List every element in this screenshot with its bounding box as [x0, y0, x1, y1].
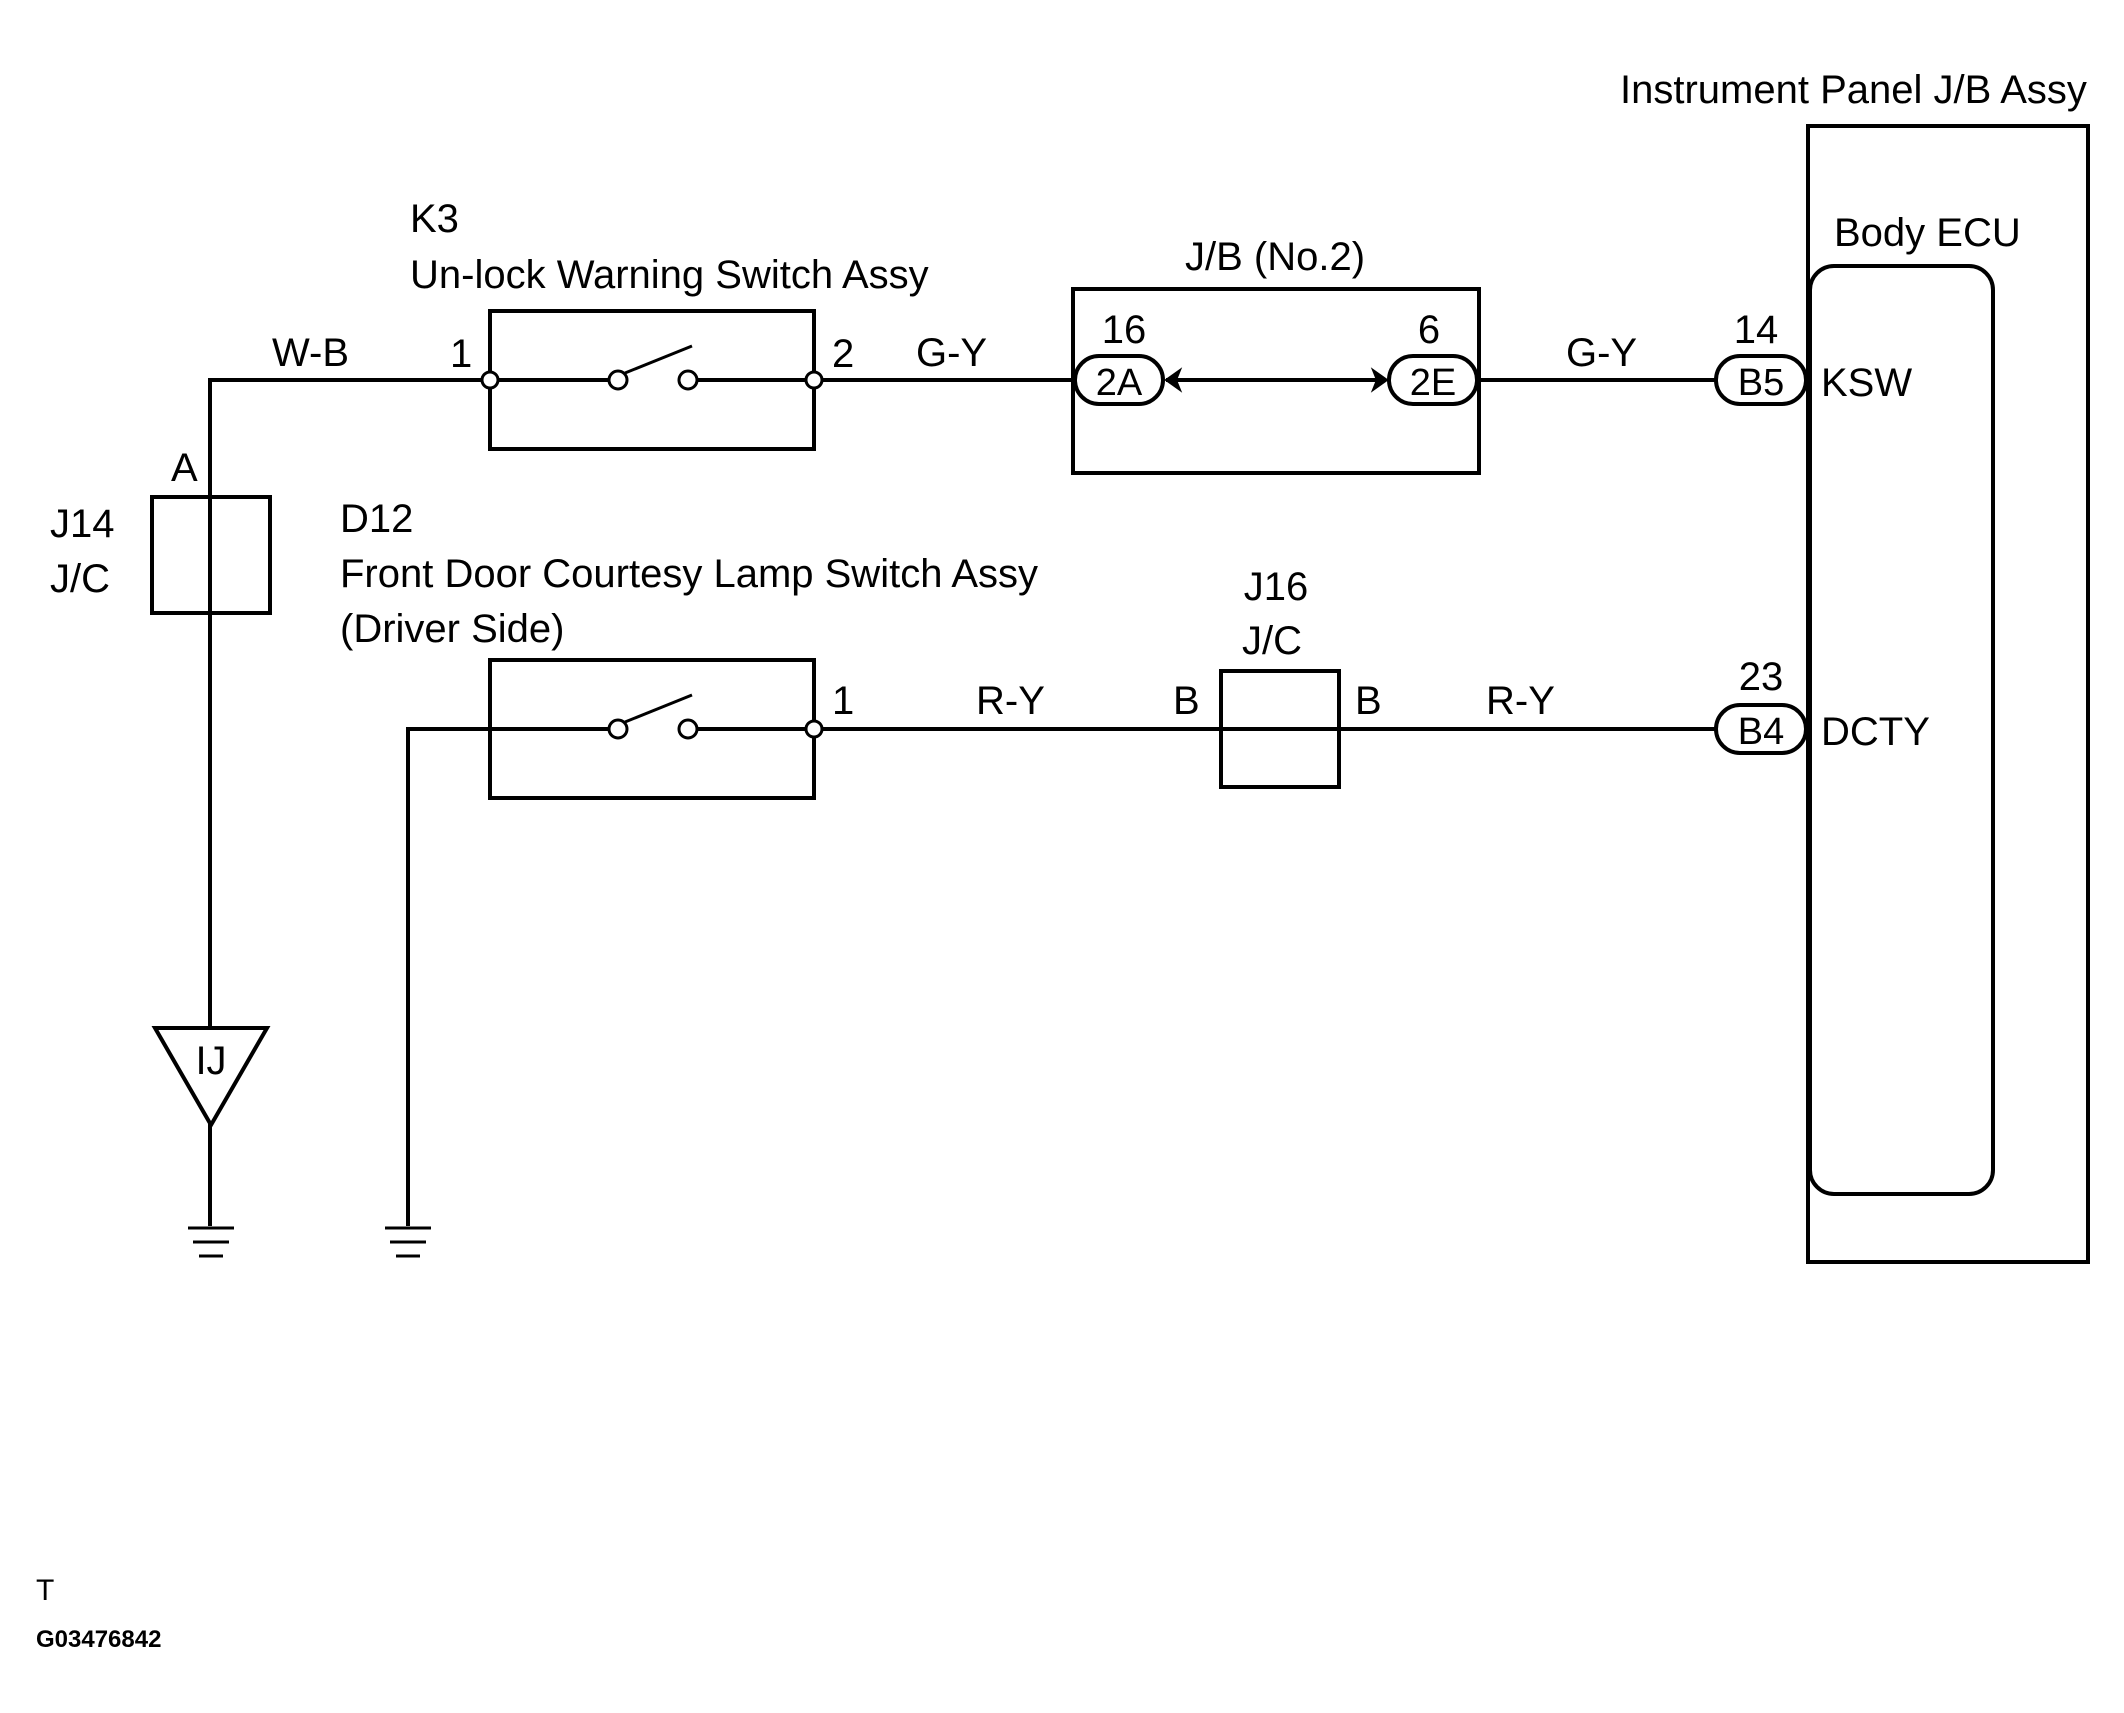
- k3-pin2-label: 2: [832, 332, 854, 376]
- wire-r-y-2-label: R-Y: [1486, 679, 1555, 723]
- jb2-connector-2e-label: 2E: [1410, 362, 1456, 404]
- k3-switch-pivot: [607, 369, 629, 391]
- j16-jc-box: [1219, 669, 1341, 789]
- wire-r-y-1-label: R-Y: [976, 679, 1045, 723]
- jb2-pin-left-label: 16: [1102, 308, 1147, 352]
- jb2-connector-2a-label: 2A: [1096, 362, 1143, 404]
- j16-type-label: J/C: [1242, 619, 1302, 663]
- wire-w-b-label: W-B: [272, 331, 349, 375]
- d12-switch-pivot: [607, 718, 629, 740]
- d12-code-label: D12: [340, 497, 413, 541]
- d12-switch-contact: [624, 693, 693, 724]
- figure-id: G03476842: [36, 1626, 161, 1653]
- k3-pin2-node: [804, 370, 824, 390]
- jb2-name-label: J/B (No.2): [1185, 235, 1365, 279]
- wire-g-y-1-label: G-Y: [916, 331, 987, 375]
- d12-side-label: (Driver Side): [340, 607, 564, 651]
- k3-code-label: K3: [410, 197, 459, 241]
- terminal-dcty-label: DCTY: [1821, 710, 1930, 754]
- ecu-connector-b4: [1714, 703, 1808, 755]
- d12-name-label: Front Door Courtesy Lamp Switch Assy: [340, 552, 1038, 596]
- ip-jb-assy-label: Instrument Panel J/B Assy: [1620, 68, 2087, 112]
- k3-switch-contact: [624, 344, 693, 375]
- ecu-connector-b5: [1714, 354, 1808, 406]
- terminal-ksw-label: KSW: [1821, 361, 1912, 405]
- body-ecu-label: Body ECU: [1834, 211, 2021, 255]
- ecu-pin-bottom-label: 23: [1739, 655, 1784, 699]
- ecu-connector-b5-label: B5: [1738, 362, 1784, 404]
- j16-pin-right-label: B: [1355, 679, 1382, 723]
- k3-pin1-label: 1: [450, 332, 472, 376]
- jb2-box: [1071, 287, 1481, 475]
- jb2-connector-2e: [1387, 354, 1479, 406]
- wire-w-b: [208, 378, 490, 1226]
- j16-pin-left-label: B: [1173, 679, 1200, 723]
- jb2-connector-2a: [1073, 354, 1165, 406]
- ground-ij-label: IJ: [195, 1039, 226, 1083]
- footer-letter: T: [36, 1574, 54, 1607]
- jb2-pin-right-label: 6: [1418, 308, 1440, 352]
- k3-switch-terminal: [677, 369, 699, 391]
- j14-code-label: J14: [50, 502, 115, 546]
- ip-jb-assy-box: [1806, 124, 2090, 1264]
- j16-code-label: J16: [1244, 565, 1309, 609]
- k3-pin1-node: [480, 370, 500, 390]
- j14-type-label: J/C: [50, 557, 110, 601]
- d12-switch-terminal: [677, 718, 699, 740]
- jb2-arrow-right: [1370, 367, 1389, 393]
- ground-ij-triangle: [151, 1026, 271, 1130]
- j14-jc-box: [150, 495, 272, 615]
- wire-d12-ground: [406, 727, 490, 1226]
- ecu-connector-b4-label: B4: [1738, 711, 1784, 753]
- jb2-arrow-left: [1164, 367, 1183, 393]
- j14-pin-label: A: [171, 446, 198, 490]
- wire-g-y-2-label: G-Y: [1566, 331, 1637, 375]
- ecu-pin-top-label: 14: [1734, 308, 1779, 352]
- k3-name-label: Un-lock Warning Switch Assy: [410, 253, 929, 297]
- d12-pin1-label: 1: [832, 679, 854, 723]
- d12-pin1-node: [804, 719, 824, 739]
